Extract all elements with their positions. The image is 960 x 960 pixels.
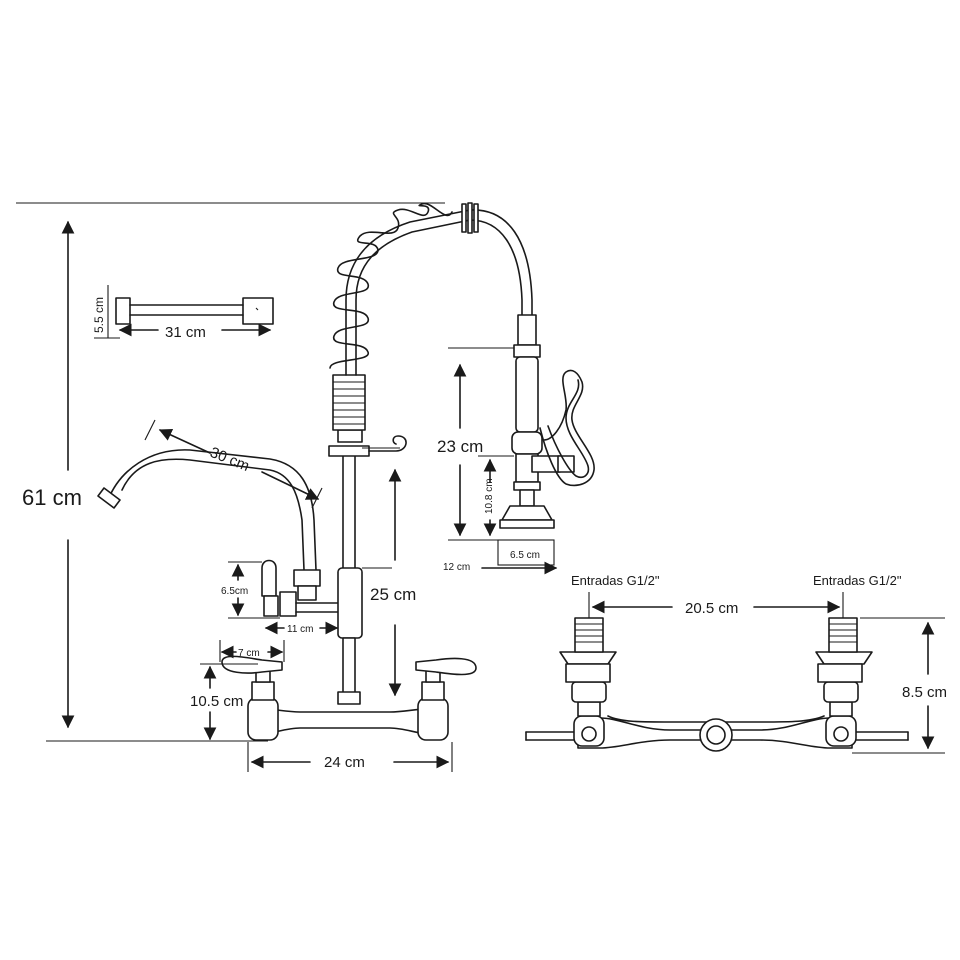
side-valve-offset-label: 11 cm xyxy=(287,624,314,635)
faucet-base: 7 cm 10.5 cm 24 cm xyxy=(190,640,477,772)
overall-height-label: 61 cm xyxy=(22,485,82,510)
central-column: 25 cm xyxy=(328,429,416,705)
inlet-right-label: Entradas G1/2" xyxy=(813,573,902,588)
base-height-label: 10.5 cm xyxy=(190,693,243,710)
inlet-height-label: 8.5 cm xyxy=(902,684,947,701)
head-height-label: 10.8 cm xyxy=(484,478,495,514)
column-height-label: 25 cm xyxy=(370,585,416,604)
base-width-label: 24 cm xyxy=(324,754,365,771)
bracket-length-label: 31 cm xyxy=(165,324,206,341)
bracket-height-label: 5.5 cm xyxy=(92,297,106,333)
handle-width-label: 7 cm xyxy=(238,648,260,659)
head-width-label: 6.5 cm xyxy=(510,550,540,561)
pre-rinse-head: 23 cm 10.8 cm 6.5 cm 12 cm xyxy=(437,314,595,575)
side-valve-height-label: 6.5cm xyxy=(221,586,248,597)
inlet-spacing-label: 20.5 cm xyxy=(685,600,738,617)
spring-coil xyxy=(329,202,533,431)
inlet-manifold: Entradas G1/2" Entradas G1/2" 20.5 cm 8.… xyxy=(525,573,947,754)
inlet-left-label: Entradas G1/2" xyxy=(571,573,660,588)
reach-label: 12 cm xyxy=(443,562,470,573)
overall-height-dimension: 61 cm xyxy=(16,202,445,742)
pull-down-height-label: 23 cm xyxy=(437,437,483,456)
spout-length-label: 30 cm xyxy=(208,444,252,475)
side-valve: 6.5cm 11 cm xyxy=(221,559,339,635)
swing-spout: 30 cm xyxy=(97,419,323,571)
wall-bracket-detail: 5.5 cm 31 cm xyxy=(92,285,274,341)
